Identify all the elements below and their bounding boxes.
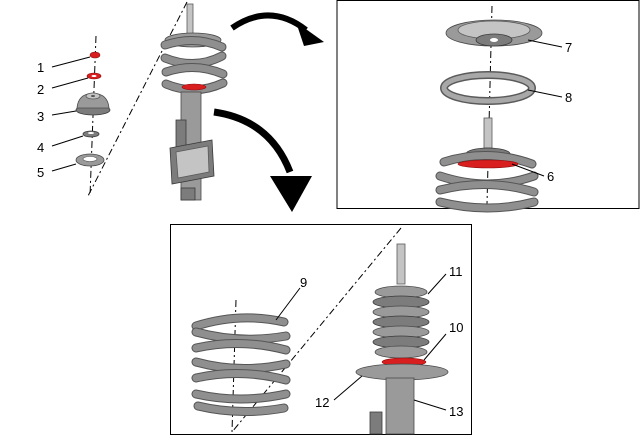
callout-11: 11 <box>449 264 463 279</box>
part-9-coil-spring <box>191 313 291 417</box>
assembled-strut <box>87 1 228 201</box>
callout-1: 1 <box>37 60 44 75</box>
part-11-dust-boot <box>372 285 430 359</box>
part-8-spring-seat <box>440 71 536 105</box>
part-2-washer <box>86 72 102 80</box>
part-4-bearing <box>82 130 100 138</box>
leader-lines <box>51 39 563 411</box>
part-7-upper-mount <box>445 19 543 47</box>
callout-7: 7 <box>565 40 572 55</box>
upper-detail <box>435 5 543 213</box>
callout-2: 2 <box>37 82 44 97</box>
callout-3: 3 <box>37 109 44 124</box>
callout-12: 12 <box>315 395 329 410</box>
callout-6: 6 <box>547 169 554 184</box>
piston-rod <box>396 243 406 285</box>
callout-13: 13 <box>449 404 463 419</box>
exploded-top-parts <box>75 35 111 197</box>
callout-5: 5 <box>37 165 44 180</box>
callout-9: 9 <box>300 275 307 290</box>
arrow-to-upper-detail <box>230 12 324 46</box>
lower-detail-frame <box>170 224 472 435</box>
spring-upper-part <box>435 151 539 213</box>
part-3-strut-mount <box>75 92 111 116</box>
callout-4: 4 <box>37 140 44 155</box>
assembled-axis-line <box>87 1 188 197</box>
part-13-strut-body <box>385 377 415 435</box>
callout-labels: 1 2 3 4 5 6 7 8 9 10 11 12 13 <box>37 40 572 419</box>
lower-detail <box>191 227 449 435</box>
part-5-spring-seat <box>75 153 105 167</box>
part-1-nut <box>89 51 101 59</box>
exploded-axis-line <box>89 35 97 197</box>
arrow-to-lower-detail <box>213 108 312 212</box>
callout-10: 10 <box>449 320 463 335</box>
callout-8: 8 <box>565 90 572 105</box>
